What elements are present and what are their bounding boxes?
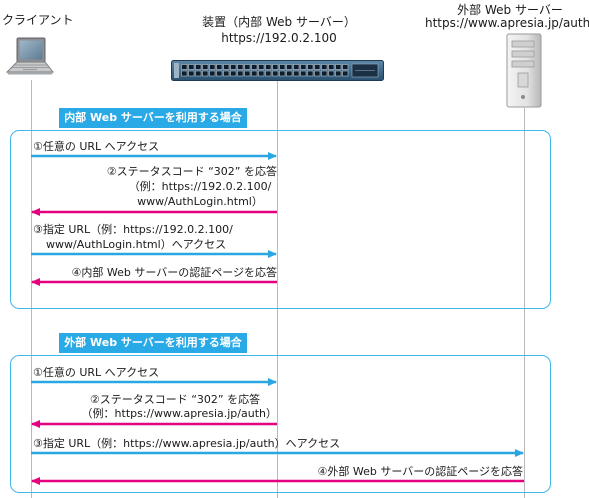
external-step3-label: ③指定 URL（例：https://www.apresia.jp/auth）へア… — [33, 437, 341, 450]
external-section-title: 外部 Web サーバーを利用する場合 — [59, 333, 247, 353]
server-tower-icon — [504, 33, 546, 109]
internal-step2-label-line3: www/AuthLogin.html） — [137, 195, 263, 208]
device-label: 装置（内部 Web サーバー） — [202, 15, 356, 29]
external-step1-label: ①任意の URL へアクセス — [33, 366, 160, 379]
external-url: https://www.apresia.jp/auth — [425, 16, 589, 30]
internal-step3-label-line2: www/AuthLogin.html）へアクセス — [46, 238, 227, 251]
internal-step2-label-line1: ②ステータスコード “302” を応答 — [106, 165, 277, 178]
external-label: 外部 Web サーバー — [457, 3, 563, 17]
internal-step4-label: ④内部 Web サーバーの認証ページを応答 — [71, 266, 277, 279]
client-lifeline — [31, 80, 32, 498]
external-lifeline — [524, 108, 525, 498]
internal-section-title: 内部 Web サーバーを利用する場合 — [59, 108, 247, 128]
internal-step2-label-line2: （例：https://192.0.2.100/ — [128, 180, 272, 193]
device-lifeline — [277, 80, 278, 498]
laptop-icon — [5, 36, 55, 82]
external-step2-label-line1: ②ステータスコード “302” を応答 — [89, 393, 261, 406]
internal-step1-label: ①任意の URL へアクセス — [33, 140, 160, 153]
external-section-panel — [10, 355, 551, 493]
external-step2-label-line2: （例：https://www.apresia.jp/auth） — [81, 407, 277, 420]
network-switch-icon — [171, 60, 384, 81]
device-url: https://192.0.2.100 — [221, 31, 337, 45]
internal-step3-label-line1: ③指定 URL（例：https://192.0.2.100/ — [33, 223, 233, 236]
client-label: クライアント — [2, 13, 74, 27]
external-step4-label: ④外部 Web サーバーの認証ページを応答 — [317, 465, 523, 478]
internal-section-panel — [10, 130, 551, 309]
